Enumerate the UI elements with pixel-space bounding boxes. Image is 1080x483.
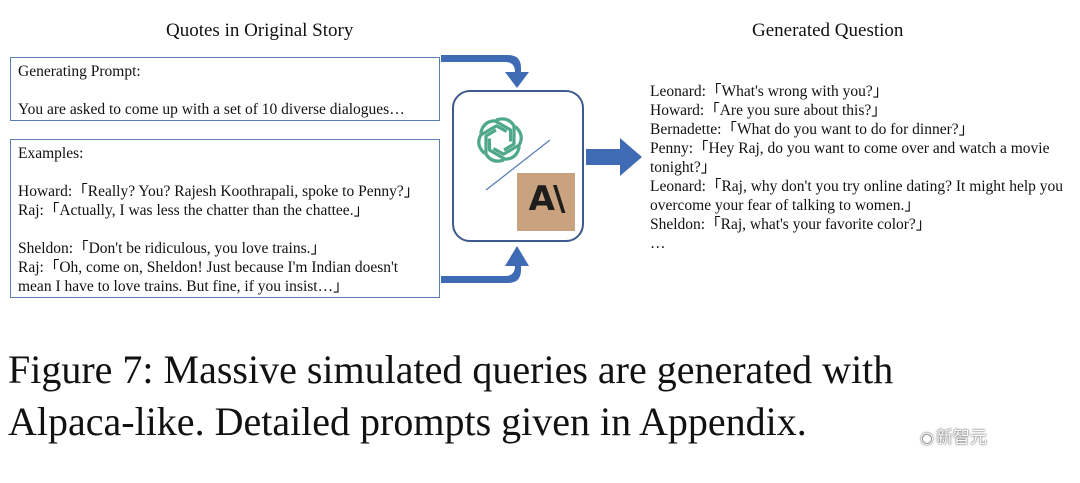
anthropic-mark: A\ <box>528 179 566 219</box>
dialogue-line: Leonard:「What's wrong with you?」 <box>650 83 889 100</box>
examples-box: Examples: Howard:「Really? You? Rajesh Ko… <box>10 139 440 298</box>
caption-line-2: Alpaca-like. Detailed prompts given in A… <box>8 399 807 444</box>
watermark-text: 新智元 <box>935 428 987 448</box>
caption-line-1: Figure 7: Massive simulated queries are … <box>8 347 894 392</box>
divider-line <box>485 139 551 191</box>
anthropic-logo-icon: A\ <box>517 173 575 231</box>
example-line: Raj:「Oh, come on, Sheldon! Just because … <box>18 259 399 276</box>
bottom-arrow <box>441 246 529 283</box>
example-line: Sheldon:「Don't be ridiculous, you love t… <box>18 240 327 257</box>
watermark: ◉新智元 <box>920 423 987 448</box>
example-line: Raj:「Actually, I was less the chatter th… <box>18 202 370 219</box>
prompt-title: Generating Prompt: <box>18 63 141 80</box>
generated-dialogue-list: Leonard:「What's wrong with you?」 Howard:… <box>650 82 1070 253</box>
original-story-heading: Quotes in Original Story <box>166 20 354 41</box>
dialogue-line: Howard:「Are you sure about this?」 <box>650 102 887 119</box>
dialogue-line: Penny:「Hey Raj, do you want to come over… <box>650 140 1050 176</box>
right-arrow <box>586 138 642 176</box>
generating-prompt-box: Generating Prompt: You are asked to come… <box>10 57 440 121</box>
prompt-text: You are asked to come up with a set of 1… <box>18 101 405 118</box>
top-arrow <box>441 55 529 88</box>
generated-question-heading: Generated Question <box>752 20 904 41</box>
dialogue-line: Leonard:「Raj, why don't you try online d… <box>650 178 1064 214</box>
figure-caption: Figure 7: Massive simulated queries are … <box>8 344 1080 448</box>
openai-logo-icon <box>477 117 523 163</box>
dialogue-line: Bernadette:「What do you want to do for d… <box>650 121 975 138</box>
wechat-icon: ◉ <box>920 428 934 447</box>
dialogue-ellipsis: … <box>650 235 666 252</box>
example-line: Howard:「Really? You? Rajesh Koothrapali,… <box>18 183 420 200</box>
examples-title: Examples: <box>18 145 84 162</box>
dialogue-line: Sheldon:「Raj, what's your favorite color… <box>650 216 932 233</box>
example-line: mean I have to love trains. But fine, if… <box>18 278 349 295</box>
